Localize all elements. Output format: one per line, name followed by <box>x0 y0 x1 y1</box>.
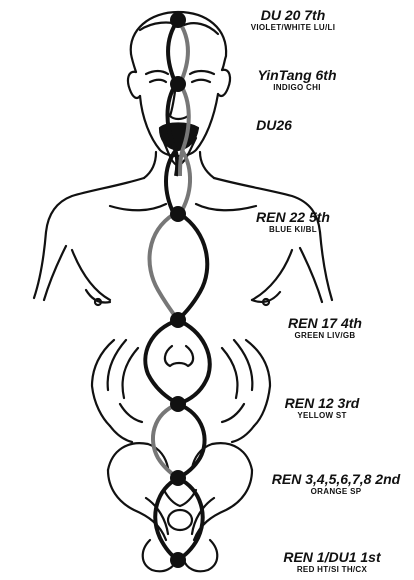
point-detail: ORANGE SP <box>262 487 410 497</box>
label-ren22: REN 22 5th BLUE KI/BL <box>238 210 348 235</box>
point-detail: GREEN LIV/GB <box>270 331 380 341</box>
point-detail: RED HT/SI TH/CX <box>262 565 402 575</box>
point-detail: VIOLET/WHITE LU/LI <box>228 23 358 33</box>
point-detail: BLUE KI/BL <box>238 225 348 235</box>
label-du20: DU 20 7th VIOLET/WHITE LU/LI <box>228 8 358 33</box>
point-code: DU 20 7th <box>228 8 358 23</box>
label-du26: DU26 <box>244 118 304 133</box>
point-code: REN 17 4th <box>270 316 380 331</box>
label-ren17: REN 17 4th GREEN LIV/GB <box>270 316 380 341</box>
label-ren3-8: REN 3,4,5,6,7,8 2nd ORANGE SP <box>262 472 410 497</box>
label-yintang: YinTang 6th INDIGO CHI <box>242 68 352 93</box>
point-code: REN 1/DU1 1st <box>262 550 402 565</box>
point-code: REN 22 5th <box>238 210 348 225</box>
point-code: REN 3,4,5,6,7,8 2nd <box>262 472 410 487</box>
label-ren1-du1: REN 1/DU1 1st RED HT/SI TH/CX <box>262 550 402 575</box>
point-detail: YELLOW ST <box>272 411 372 421</box>
point-detail: INDIGO CHI <box>242 83 352 93</box>
label-ren12: REN 12 3rd YELLOW ST <box>272 396 372 421</box>
point-code: YinTang 6th <box>242 68 352 83</box>
point-code: DU26 <box>244 118 304 133</box>
point-code: REN 12 3rd <box>272 396 372 411</box>
